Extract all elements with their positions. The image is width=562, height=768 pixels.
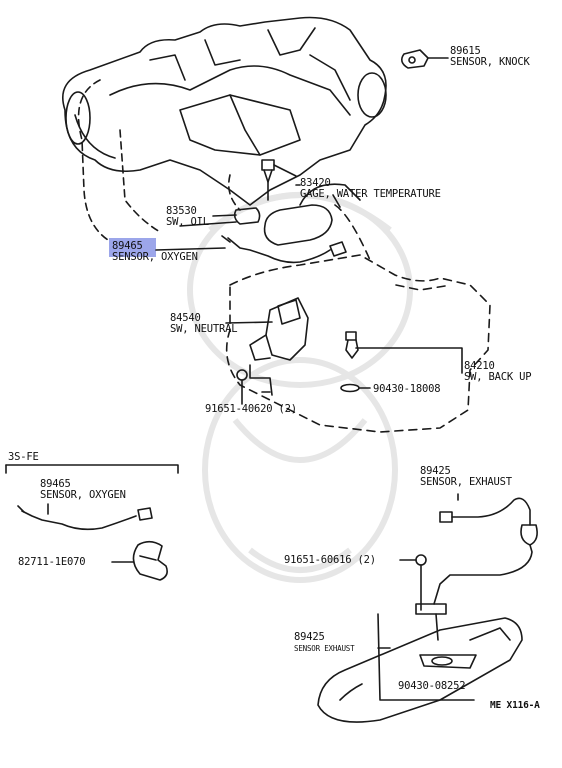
label-variant: 3S-FE [8,452,39,463]
label-oxygen-sensor-2[interactable]: 89465 SENSOR, OXYGEN [40,479,126,501]
part-name: SENSOR, OXYGEN [112,251,198,263]
part-number: 89465 [40,478,71,490]
label-oxygen-sensor[interactable]: 89465 SENSOR, OXYGEN [112,241,198,263]
label-exhaust-sensor[interactable]: 89425 SENSOR, EXHAUST [420,466,512,488]
part-name: SENSOR EXHAUST [294,644,355,653]
part-number: 82711-1E070 [18,556,86,568]
part-name: SENSOR, KNOCK [450,56,530,68]
figure-code-text: ME X116-A [490,700,540,711]
part-name: SW, BACK UP [464,371,532,383]
label-oil-switch[interactable]: 83530 SW, OIL [166,206,209,228]
label-clamp[interactable]: 82711-1E070 [18,556,86,568]
part-name: SW, OIL [166,216,209,228]
watermark-emblem [187,192,413,583]
part-number: 89615 [450,45,481,57]
part-number: 83530 [166,205,197,217]
part-number: 83420 [300,177,331,189]
figure-code: ME X116-A [490,700,540,711]
part-name: SW, NEUTRAL [170,323,238,335]
label-back-up-switch[interactable]: 84210 SW, BACK UP [464,360,532,383]
part-number: 89425 [294,631,325,643]
part-number: 91651-40620 (2) [205,403,297,415]
label-bolt-1[interactable]: 91651-40620 (2) [205,404,297,415]
variant-name: 3S-FE [8,451,39,463]
part-number: 84540 [170,312,201,324]
part-name: SENSOR, OXYGEN [40,489,126,501]
part-number: 89465 [112,240,143,252]
part-number: 91651-60616 (2) [284,554,376,566]
part-number: 84210 [464,360,495,372]
part-number: 90430-08252 [398,680,466,692]
label-water-temp-gage[interactable]: 83420 GAGE, WATER TEMPERATURE [300,178,441,200]
label-bolt-2[interactable]: 91651-60616 (2) [284,555,376,566]
label-gasket-1[interactable]: 90430-18008 [373,383,441,395]
engine-block-outline [62,16,387,206]
label-gasket-2[interactable]: 90430-08252 [398,680,466,692]
label-neutral-switch[interactable]: 84540 SW, NEUTRAL [170,312,238,335]
part-number: 90430-18008 [373,383,441,395]
part-name: GAGE, WATER TEMPERATURE [300,188,441,200]
label-knock-sensor[interactable]: 89615 SENSOR, KNOCK [450,46,530,68]
part-number: 89425 [420,465,451,477]
label-exhaust-sensor-2[interactable]: 89425 SENSOR EXHAUST [294,631,355,654]
part-name: SENSOR, EXHAUST [420,476,512,488]
selection-highlight [109,238,156,257]
